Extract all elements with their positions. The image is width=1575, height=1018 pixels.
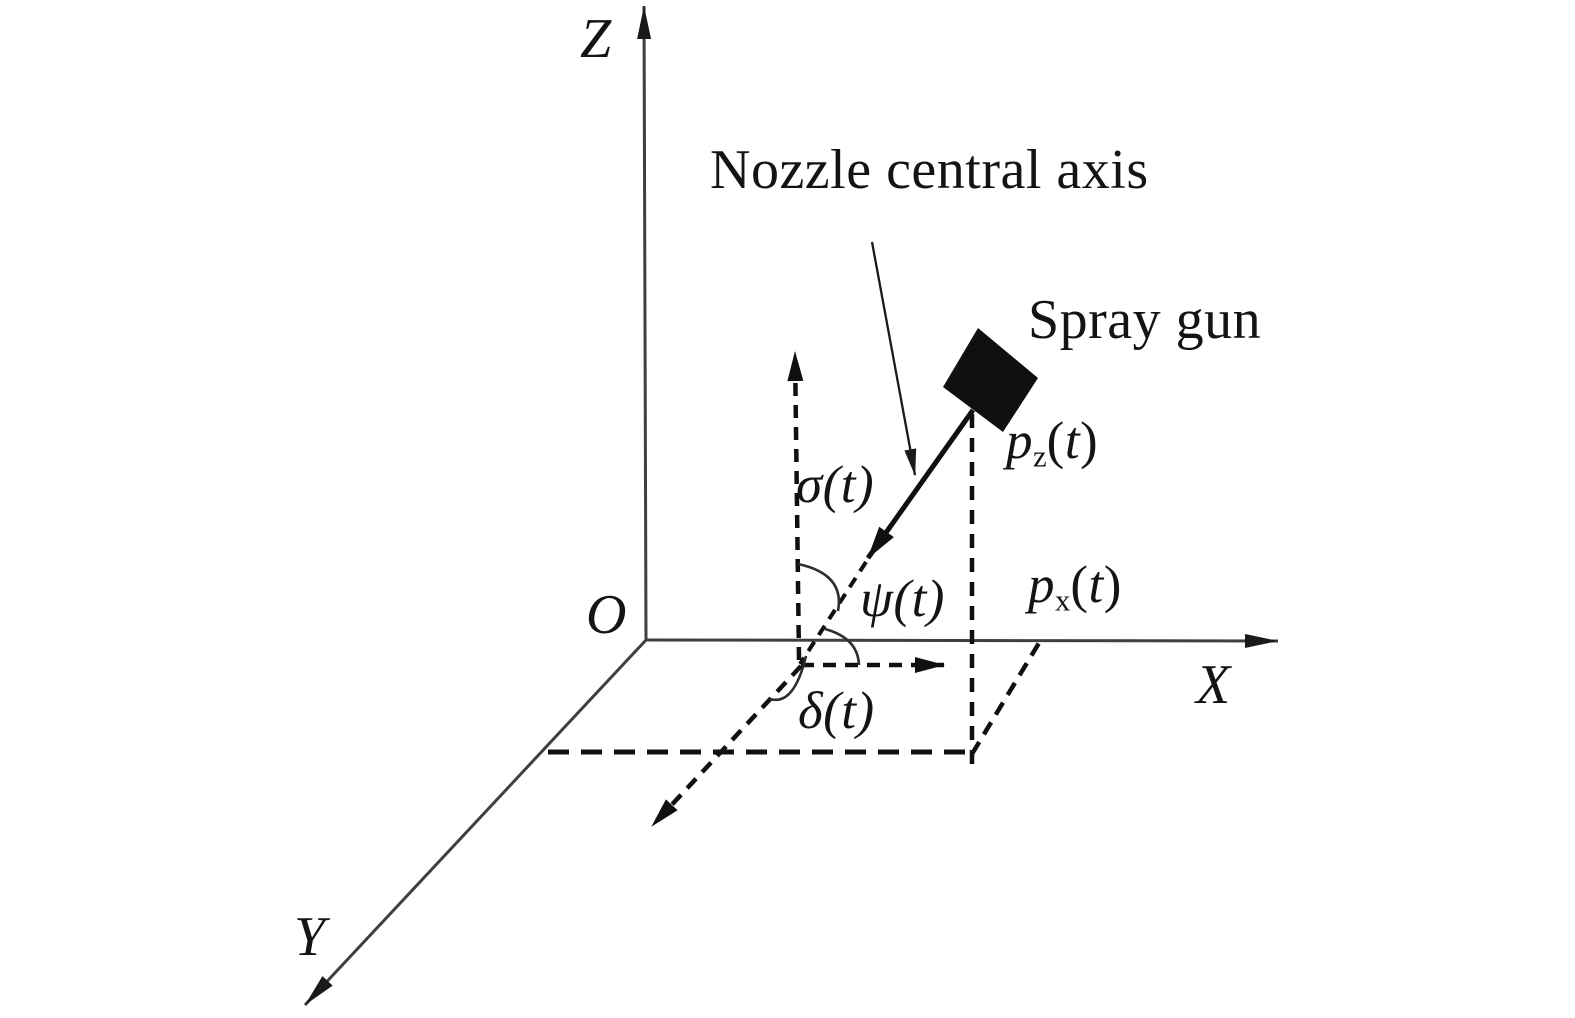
x-axis: [645, 633, 1279, 648]
px-base: p: [1028, 556, 1055, 614]
z-axis-label: Z: [580, 8, 612, 70]
psi-angle-label: ψ(t): [860, 570, 945, 628]
pz-paren-open: (: [1046, 412, 1065, 470]
px-arg: t: [1088, 556, 1104, 614]
z-axis: [637, 5, 652, 641]
delta-angle-label: δ(t): [798, 682, 875, 740]
x-axis-label: X: [1196, 654, 1231, 716]
sigma-angle-arc: [797, 562, 841, 612]
nozzle-axis-line: [865, 408, 976, 560]
pz-paren-close: ): [1080, 412, 1099, 470]
spray-gun-label: Spray gun: [1028, 289, 1262, 351]
px-paren-open: (: [1070, 556, 1089, 614]
pz-arg: t: [1064, 412, 1081, 470]
pz-label: pz(t): [1006, 412, 1099, 474]
px-label: px(t): [1028, 556, 1122, 618]
local-vertical-dashed-arrow: [787, 351, 804, 661]
nozzle-axis-label: Nozzle central axis: [710, 139, 1149, 201]
px-subscript: x: [1055, 583, 1071, 618]
delta-angle-arc: [769, 655, 808, 702]
y-axis: [303, 638, 648, 1007]
nozzle-axis-leader-arrow: [870, 241, 917, 476]
nozzle-axis-extension: [798, 560, 868, 666]
local-y-dashed-arrow: [650, 664, 803, 828]
psi-angle-arc: [824, 627, 861, 666]
spray-gun-marker: [943, 328, 1038, 432]
origin-label: O: [586, 584, 627, 646]
px-paren-close: ): [1103, 556, 1122, 614]
pz-base: p: [1006, 412, 1033, 470]
pz-subscript: z: [1033, 439, 1047, 474]
px-projection-dashed: [970, 641, 1041, 756]
y-axis-label: Y: [294, 906, 326, 968]
sigma-angle-label: σ(t): [796, 456, 875, 514]
